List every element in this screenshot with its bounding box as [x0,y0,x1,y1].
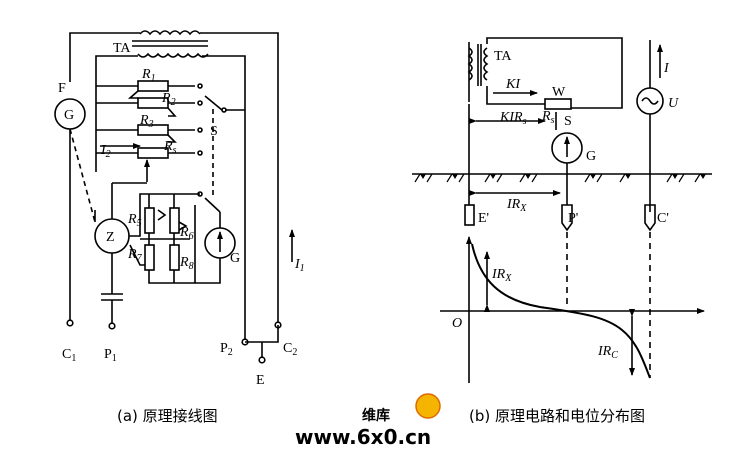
label-r1: R1 [141,67,156,84]
label-r8: R8 [179,255,194,272]
watermark-text: www.6x0.cn [295,425,431,449]
watermark: 维库 www.6x0.cn [295,393,441,449]
right-labels: TA I U KI W KIRs Rs S G IRX E' P' C' IRX… [452,49,679,361]
label-irx-top: IRX [506,197,527,214]
label-i: I [663,61,670,76]
label-w: W [552,85,566,100]
label-f: F [58,81,66,96]
label-ta: TA [113,41,131,56]
label-i2: I2 [100,143,111,160]
label-i1: I1 [294,257,305,274]
label-g-top: G [64,108,74,123]
label-c2: C2 [283,341,297,358]
label-irc: IRC [597,344,618,361]
watermark-badge: 维库 [362,407,390,424]
label-c-prime: C' [657,211,669,226]
label-p2: P2 [220,341,233,358]
label-z: Z [106,230,115,245]
resistor-ladder [96,80,195,159]
label-ta-right: TA [494,49,512,64]
left-labels: TA F G R1 R2 R3 Rs S I2 Z R5 R6 R7 R8 G … [58,41,305,388]
label-e: E [256,373,265,388]
label-rs: Rs [163,139,177,156]
ta-coil-top [139,30,201,36]
label-ki: KI [505,77,521,92]
caption-right: (b) 原理电路和电位分布图 [469,407,645,425]
label-s: S [210,124,218,139]
label-r7: R7 [127,247,143,264]
label-r3: R3 [139,113,154,130]
label-p-prime: P' [568,211,578,226]
electrode-e [464,204,475,226]
label-r5: R5 [127,212,142,229]
label-rs-right: Rs [541,109,555,126]
label-r2: R2 [161,91,176,108]
resistor-network [129,193,200,284]
right-diagram [412,37,712,383]
electrode-p [561,204,573,232]
label-u: U [668,96,679,111]
left-diagram [54,30,295,364]
potential-curve [471,243,651,379]
label-e-prime: E' [478,211,489,226]
ta-coil-bottom [137,52,209,58]
caption-left: (a) 原理接线图 [117,407,218,425]
label-irx-curve: IRX [491,267,512,284]
electrode-c [644,204,656,232]
label-g-bot: G [230,251,240,266]
label-o: O [452,316,462,331]
watermark-mascot-icon [415,393,441,419]
label-r6: R6 [179,225,194,242]
label-c1: C1 [62,347,76,364]
resistor-w [544,98,572,110]
label-kirs: KIRs [499,110,527,127]
switch-s [197,83,245,156]
ground-hatch [414,173,701,183]
label-g-right: G [586,149,596,164]
label-p1: P1 [104,347,117,364]
label-s-right: S [564,114,572,129]
